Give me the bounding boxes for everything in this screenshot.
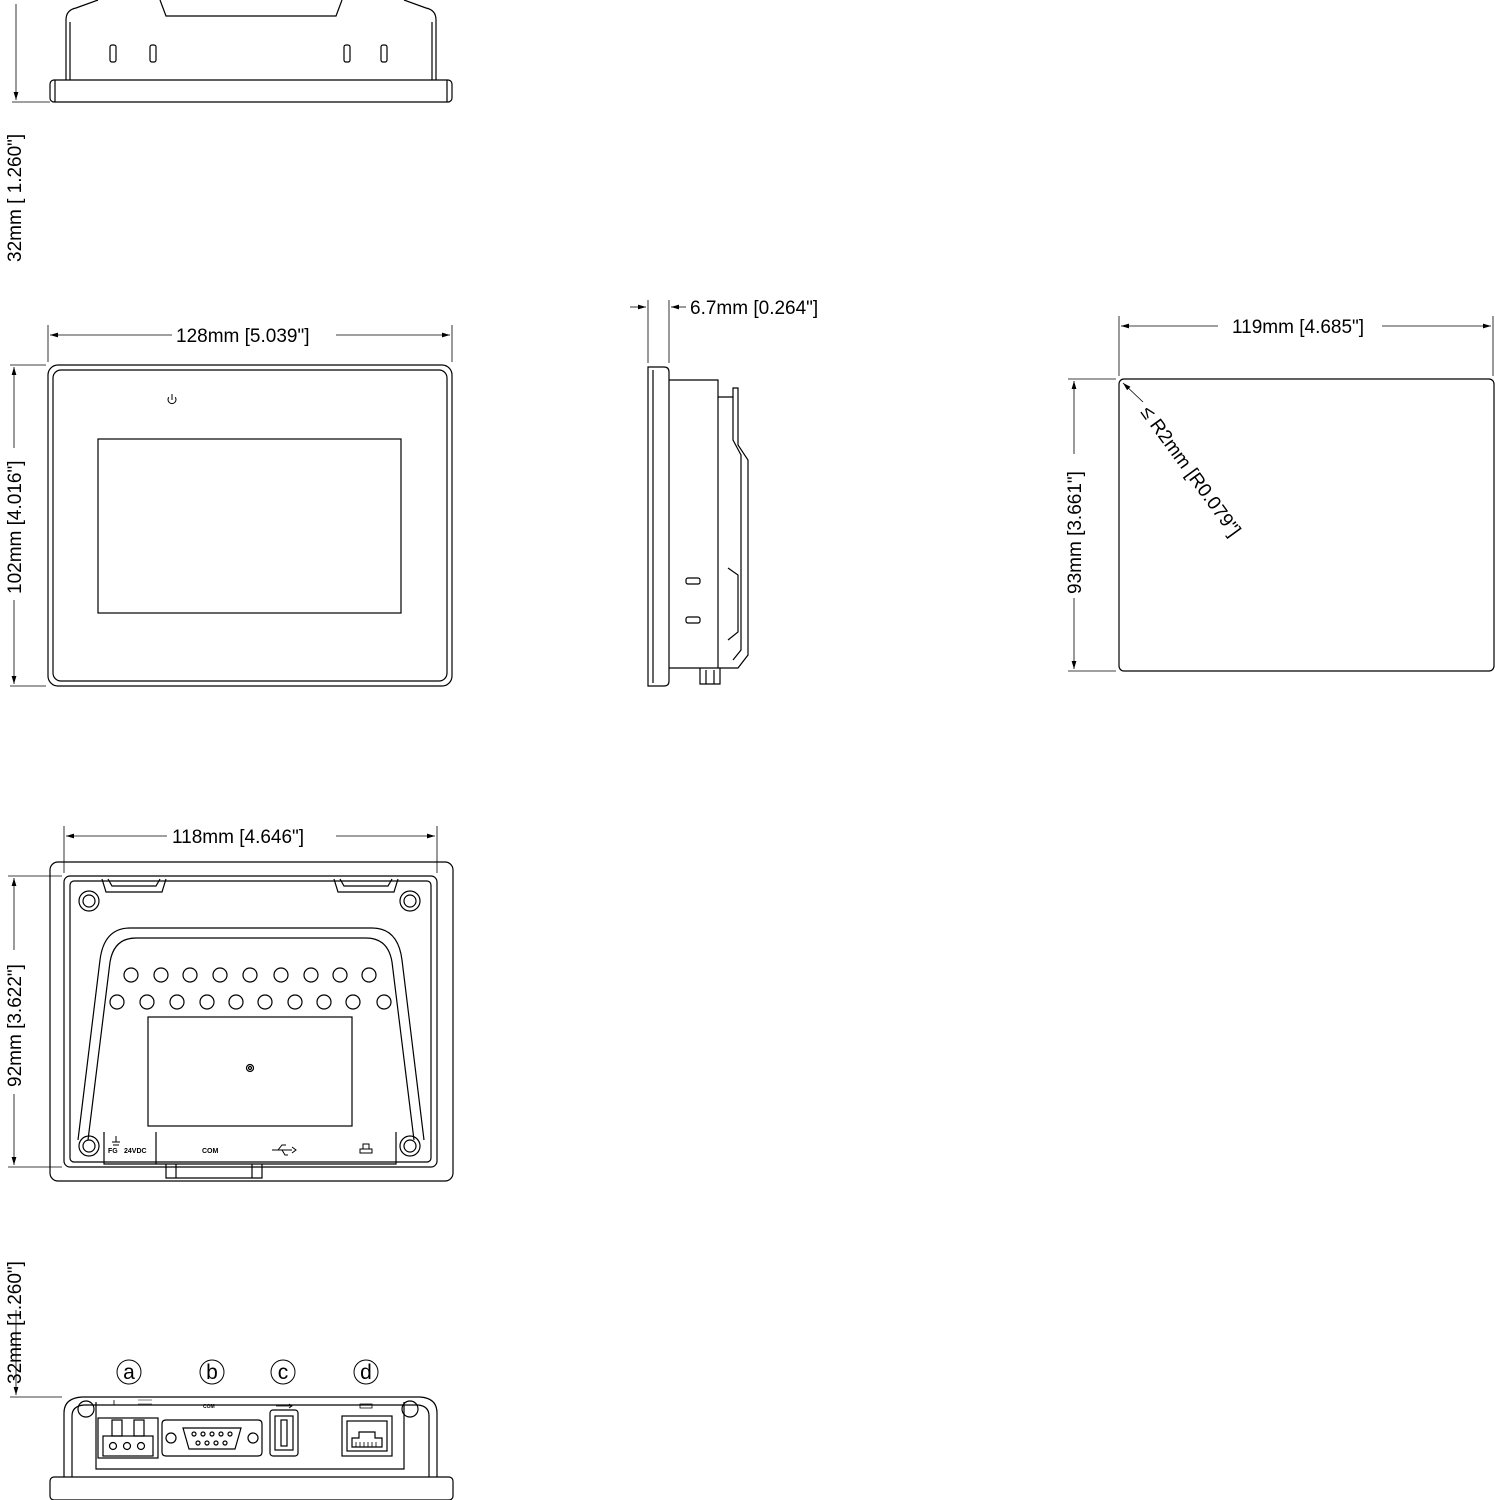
rear-bezel bbox=[49, 861, 454, 1182]
ethernet-symbol-rear bbox=[359, 1143, 373, 1154]
bottom-screw bbox=[401, 1400, 419, 1418]
dim-cutout-radius-label: ≤ R2mm [R0.079"] bbox=[1136, 403, 1244, 541]
vent-holes bbox=[109, 967, 392, 1010]
port-label-fg: FG bbox=[108, 1148, 118, 1155]
callout-circle-c bbox=[270, 1359, 296, 1385]
callout-b: b bbox=[206, 1361, 218, 1384]
dim-bottom-height bbox=[10, 1310, 62, 1398]
side-slot bbox=[685, 616, 701, 624]
radius-leader bbox=[1122, 382, 1144, 403]
rear-screw bbox=[78, 1135, 100, 1157]
power-terminal-block bbox=[97, 1417, 159, 1459]
top-view-slot bbox=[343, 44, 351, 63]
dim-front-height bbox=[10, 364, 46, 687]
front-bezel bbox=[47, 364, 453, 687]
side-view bbox=[647, 366, 749, 687]
panel-cutout bbox=[1118, 378, 1495, 672]
rear-screw bbox=[78, 890, 100, 912]
ethernet-symbol-bottom bbox=[359, 1403, 373, 1409]
dim-cutout-width-label: 119mm [4.685"] bbox=[1232, 317, 1364, 338]
port-label-com-bottom: COM bbox=[203, 1404, 215, 1410]
bottom-screw bbox=[77, 1400, 95, 1418]
dim-rear-width-label: 118mm [4.646"] bbox=[172, 827, 304, 848]
callout-circles bbox=[116, 1359, 379, 1385]
bottom-bezel bbox=[49, 1476, 454, 1500]
dim-rear-height bbox=[8, 875, 62, 1168]
callout-circle-a bbox=[116, 1359, 142, 1385]
front-view bbox=[47, 364, 453, 687]
top-view-slot bbox=[109, 44, 117, 63]
top-view-slot bbox=[380, 44, 388, 63]
port-label-com-rear: COM bbox=[202, 1148, 219, 1155]
dim-rear-height-label: 92mm [3.622"] bbox=[5, 964, 26, 1087]
ethernet-port bbox=[341, 1415, 393, 1457]
usb-symbol-bottom bbox=[276, 1403, 293, 1409]
rear-view bbox=[49, 861, 454, 1182]
dim-front-height-label: 102mm [4.016"] bbox=[5, 461, 26, 594]
dim-cutout-height bbox=[1068, 378, 1116, 672]
dim-side-depth-label: 6.7mm [0.264"] bbox=[690, 298, 818, 319]
dim-top-height-label: 32mm [ 1.260"] bbox=[5, 134, 26, 262]
dim-top-height bbox=[12, 4, 50, 103]
dim-bottom-height-label: 32mm [1.260"] bbox=[5, 1261, 26, 1384]
dim-cutout-height-label: 93mm [3.661"] bbox=[1065, 471, 1086, 594]
power-icon bbox=[167, 394, 177, 405]
top-view bbox=[49, 0, 453, 103]
ground-symbol-bottom bbox=[110, 1400, 118, 1406]
callout-circle-d bbox=[353, 1359, 379, 1385]
dim-front-width-label: 128mm [5.039"] bbox=[176, 326, 309, 347]
rear-recess bbox=[77, 927, 425, 1141]
side-bezel bbox=[647, 366, 670, 687]
usb-symbol-rear bbox=[272, 1144, 297, 1156]
rear-screw bbox=[399, 1135, 421, 1157]
front-screen bbox=[97, 438, 402, 614]
top-view-slot bbox=[149, 44, 157, 63]
side-slot bbox=[685, 577, 701, 585]
rear-housing bbox=[63, 875, 438, 1168]
ground-symbol-rear bbox=[112, 1136, 120, 1146]
top-view-housing bbox=[65, 0, 437, 80]
rear-com-connector bbox=[165, 1164, 263, 1179]
callout-c: c bbox=[278, 1361, 289, 1384]
rear-screw bbox=[399, 890, 421, 912]
callout-d: d bbox=[360, 1361, 372, 1384]
db9-com-port bbox=[161, 1419, 263, 1457]
usb-port bbox=[269, 1409, 299, 1457]
callout-circle-b bbox=[199, 1359, 225, 1385]
dim-rear-width bbox=[63, 826, 438, 873]
dim-side-depth bbox=[630, 300, 686, 363]
rear-label-area bbox=[147, 1016, 353, 1127]
rear-center-mark bbox=[245, 1063, 255, 1073]
top-view-bezel bbox=[49, 79, 453, 103]
bottom-housing bbox=[63, 1396, 438, 1477]
bottom-view bbox=[49, 1396, 454, 1500]
dim-front-width bbox=[47, 325, 453, 362]
callout-a: a bbox=[123, 1361, 135, 1384]
dim-cutout-width bbox=[1118, 316, 1494, 376]
rear-port-strip bbox=[103, 1132, 397, 1165]
port-label-24vdc: 24VDC bbox=[124, 1148, 147, 1155]
side-housing bbox=[669, 379, 749, 669]
